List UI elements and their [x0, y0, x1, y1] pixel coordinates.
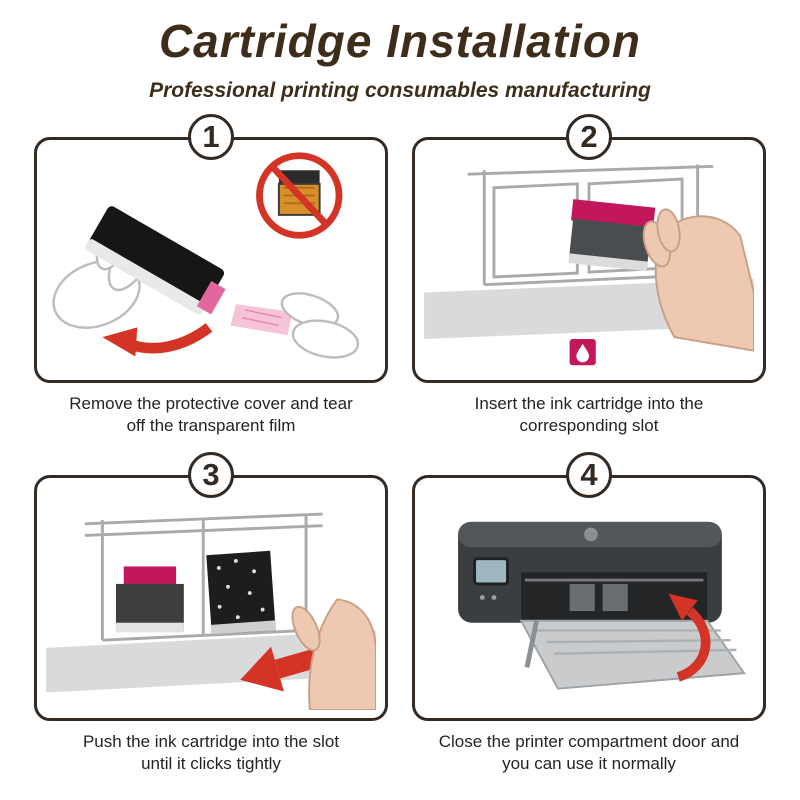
step-3-illustration [46, 512, 376, 711]
step-1: 1 [34, 113, 388, 437]
step-3-panel: 3 [34, 451, 388, 721]
step-2-illustration [424, 164, 754, 366]
hand-inserting [642, 208, 754, 352]
red-arrow-icon [102, 323, 213, 357]
step-4-number-badge: 4 [566, 451, 612, 498]
step-2-number: 2 [580, 119, 598, 155]
page-subtitle: Professional printing consumables manufa… [149, 78, 651, 102]
printer-base [46, 630, 376, 693]
magenta-cartridge [115, 566, 184, 633]
step-3-number-badge: 3 [188, 451, 234, 498]
page-header: Cartridge Installation Professional prin… [0, 0, 800, 103]
step-1-caption: Remove the protective cover and tear off… [69, 393, 352, 437]
red-arrow-icon [668, 593, 711, 682]
step-1-number-badge: 1 [188, 113, 234, 160]
film-fold-lines [241, 309, 282, 327]
step-2-caption: Insert the ink cartridge into the corres… [475, 393, 704, 437]
step-4-panel: 4 [412, 451, 766, 721]
step-3-caption-line2: until it clicks tightly [141, 753, 281, 773]
step-4: 4 [412, 451, 766, 775]
step-2-panel: 2 [412, 113, 766, 383]
step-4-caption-line2: you can use it normally [502, 753, 676, 773]
step-3-number: 3 [202, 457, 220, 493]
step-2-caption-line1: Insert the ink cartridge into the [474, 393, 704, 413]
page-title: Cartridge Installation [158, 15, 642, 67]
printer-logo [584, 527, 598, 542]
step-4-caption: Close the printer compartment door and y… [439, 731, 740, 775]
step-1-number: 1 [202, 119, 220, 155]
step-4-illustration [458, 522, 746, 690]
step-1-panel: 1 [34, 113, 388, 383]
protective-film [230, 304, 293, 336]
step-4-caption-line1: Close the printer compartment door and [438, 731, 740, 751]
step-1-caption-line1: Remove the protective cover and tear [69, 393, 353, 413]
step-3-caption-line1: Push the ink cartridge into the slot [82, 731, 340, 751]
step-2: 2 [412, 113, 766, 437]
ink-cartridge [85, 206, 226, 315]
ink-cartridge [568, 199, 656, 272]
prohibition-icon [256, 152, 343, 239]
step-3-caption: Push the ink cartridge into the slot unt… [83, 731, 339, 775]
pinching-fingers [280, 292, 360, 359]
step-2-number-badge: 2 [566, 113, 612, 160]
printer-screen [473, 557, 509, 586]
step-1-illustration [52, 152, 360, 359]
step-1-caption-line2: off the transparent film [126, 415, 296, 435]
magenta-ink-swatch [569, 339, 596, 366]
steps-grid: 1 [34, 113, 766, 775]
black-cartridge [206, 551, 276, 635]
step-2-caption-line2: corresponding slot [519, 415, 659, 435]
hand-pushing [291, 598, 376, 711]
step-4-number: 4 [580, 457, 598, 493]
step-3: 3 [34, 451, 388, 775]
